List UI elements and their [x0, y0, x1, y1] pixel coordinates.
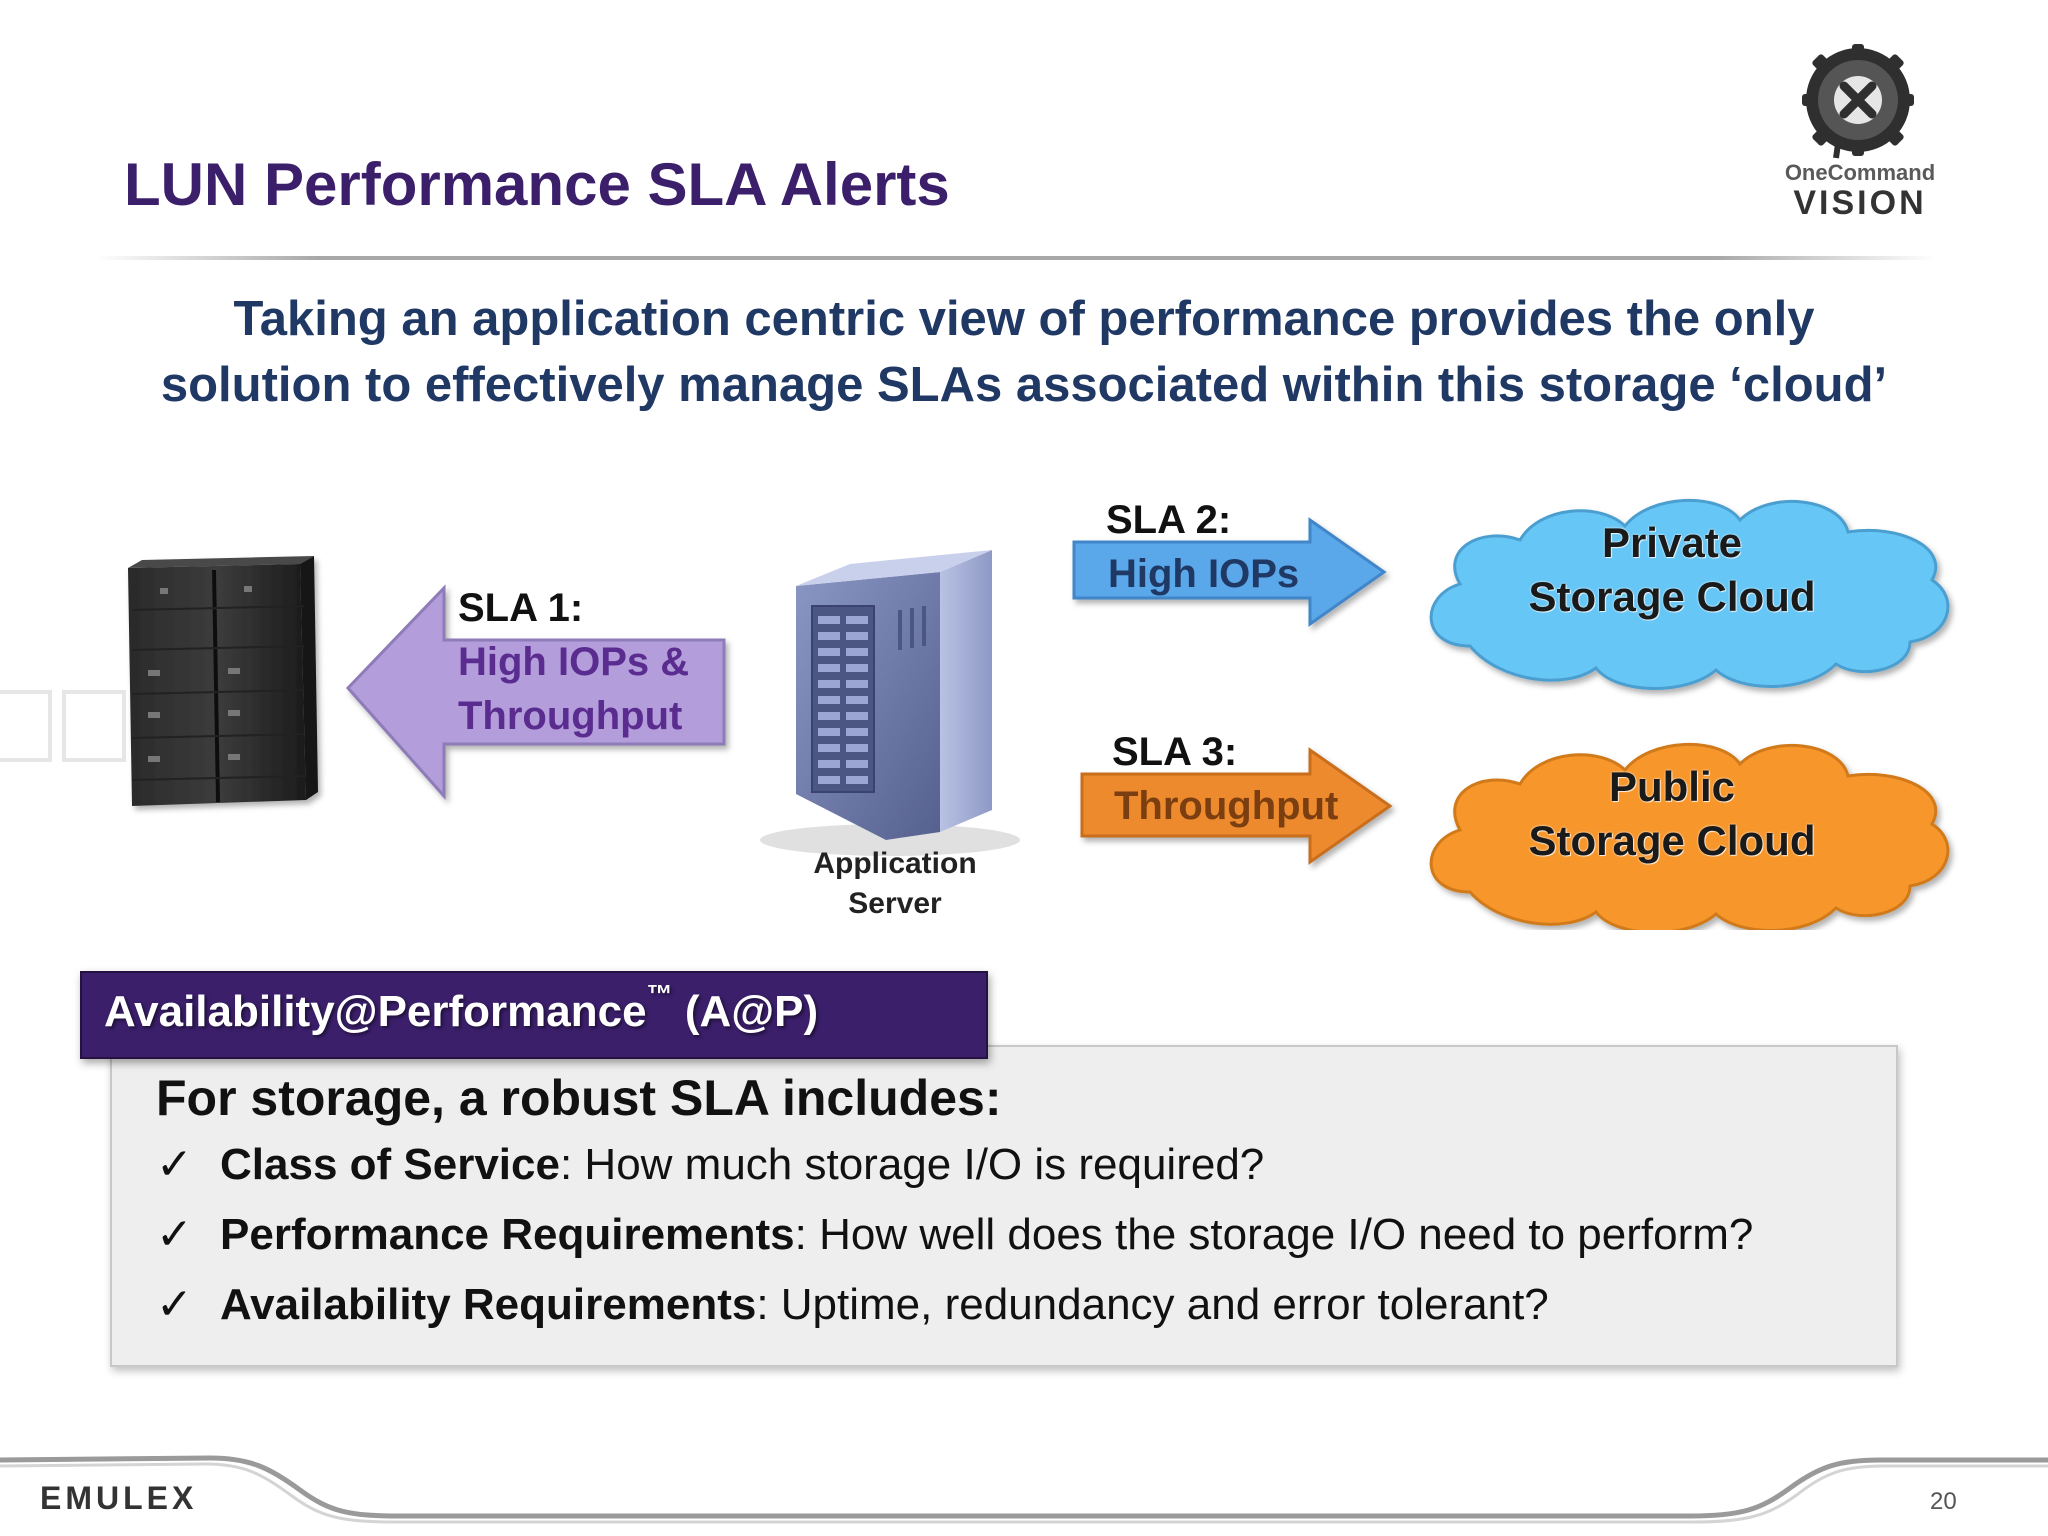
private-cloud-label: Private Storage Cloud — [1462, 516, 1882, 624]
box-heading: For storage, a robust SLA includes: — [156, 1070, 1002, 1126]
sla2-title: SLA 2: — [1106, 498, 1232, 542]
sla2-arrow — [1072, 517, 1387, 627]
ap-banner-suffix: (A@P) — [672, 987, 819, 1036]
sla-diagram — [0, 498, 1950, 930]
private-cloud-line-1: Private — [1601, 519, 1743, 566]
public-cloud-label: Public Storage Cloud — [1462, 760, 1882, 868]
trademark-mark: ™ — [646, 979, 673, 1009]
slide-title: LUN Performance SLA Alerts — [124, 151, 950, 218]
ap-banner: Availability@Performance™ (A@P) — [80, 971, 988, 1059]
public-cloud-shape — [1429, 742, 1950, 930]
title-divider — [96, 256, 1936, 260]
server-caption-line-2: Server — [848, 887, 942, 920]
list-item-desc: : How much storage I/O is required? — [559, 1140, 1265, 1189]
onecommand-vision-logo-icon — [1802, 44, 1914, 159]
sla1-line-1: High IOPs & — [458, 640, 690, 684]
logo-brand-text: OneCommand — [1784, 160, 1936, 185]
public-cloud-line-1: Public — [1608, 763, 1736, 810]
list-item-term: Performance Requirements — [220, 1210, 795, 1259]
footer-brand: EMULEX — [40, 1480, 198, 1516]
footer-swoosh — [0, 1455, 2048, 1524]
ap-banner-text: Availability@Performance™ (A@P) — [104, 979, 819, 1037]
sla3-line-1: Throughput — [1114, 784, 1339, 828]
ap-banner-name: Availability@Performance — [104, 987, 647, 1036]
subtitle-line-2: solution to effectively manage SLAs asso… — [160, 358, 1888, 412]
sla3-arrow — [1080, 747, 1393, 865]
sla-requirements-box: For storage, a robust SLA includes: ✓ Cla… — [110, 1045, 1898, 1367]
list-item: ✓ Performance Requirements: How well does… — [156, 1209, 1753, 1260]
check-icon: ✓ — [156, 1280, 193, 1329]
sla1-title: SLA 1: — [458, 586, 584, 630]
list-item-desc: : How well does the storage I/O need to … — [794, 1210, 1754, 1259]
logo-product-text: VISION — [1793, 184, 1927, 222]
sla1-arrow — [345, 584, 726, 800]
list-item: ✓ Availability Requirements: Uptime, redu… — [156, 1279, 1549, 1330]
page-number: 20 — [1930, 1488, 1957, 1515]
list-item: ✓ Class of Service: How much storage I/O … — [156, 1139, 1264, 1190]
server-caption-line-1: Application — [813, 847, 977, 880]
check-icon: ✓ — [156, 1140, 193, 1189]
sla3-title: SLA 3: — [1112, 730, 1238, 774]
public-cloud-line-2: Storage Cloud — [1528, 817, 1816, 864]
list-item-desc: : Uptime, redundancy and error tolerant? — [756, 1280, 1549, 1329]
subtitle-line-1: Taking an application centric view of pe… — [233, 292, 1815, 346]
subtitle: Taking an application centric view of pe… — [104, 286, 1944, 418]
storage-array-icon — [128, 556, 318, 806]
private-cloud-line-2: Storage Cloud — [1528, 573, 1816, 620]
sla2-line-1: High IOPs — [1108, 552, 1300, 596]
list-item-term: Class of Service — [220, 1140, 560, 1189]
private-cloud-shape — [1429, 498, 1950, 690]
application-server-icon — [760, 550, 1020, 856]
check-icon: ✓ — [156, 1210, 193, 1259]
server-caption: Application Server — [760, 844, 1030, 924]
list-item-term: Availability Requirements — [220, 1280, 757, 1329]
sla1-line-2: Throughput — [458, 694, 683, 738]
